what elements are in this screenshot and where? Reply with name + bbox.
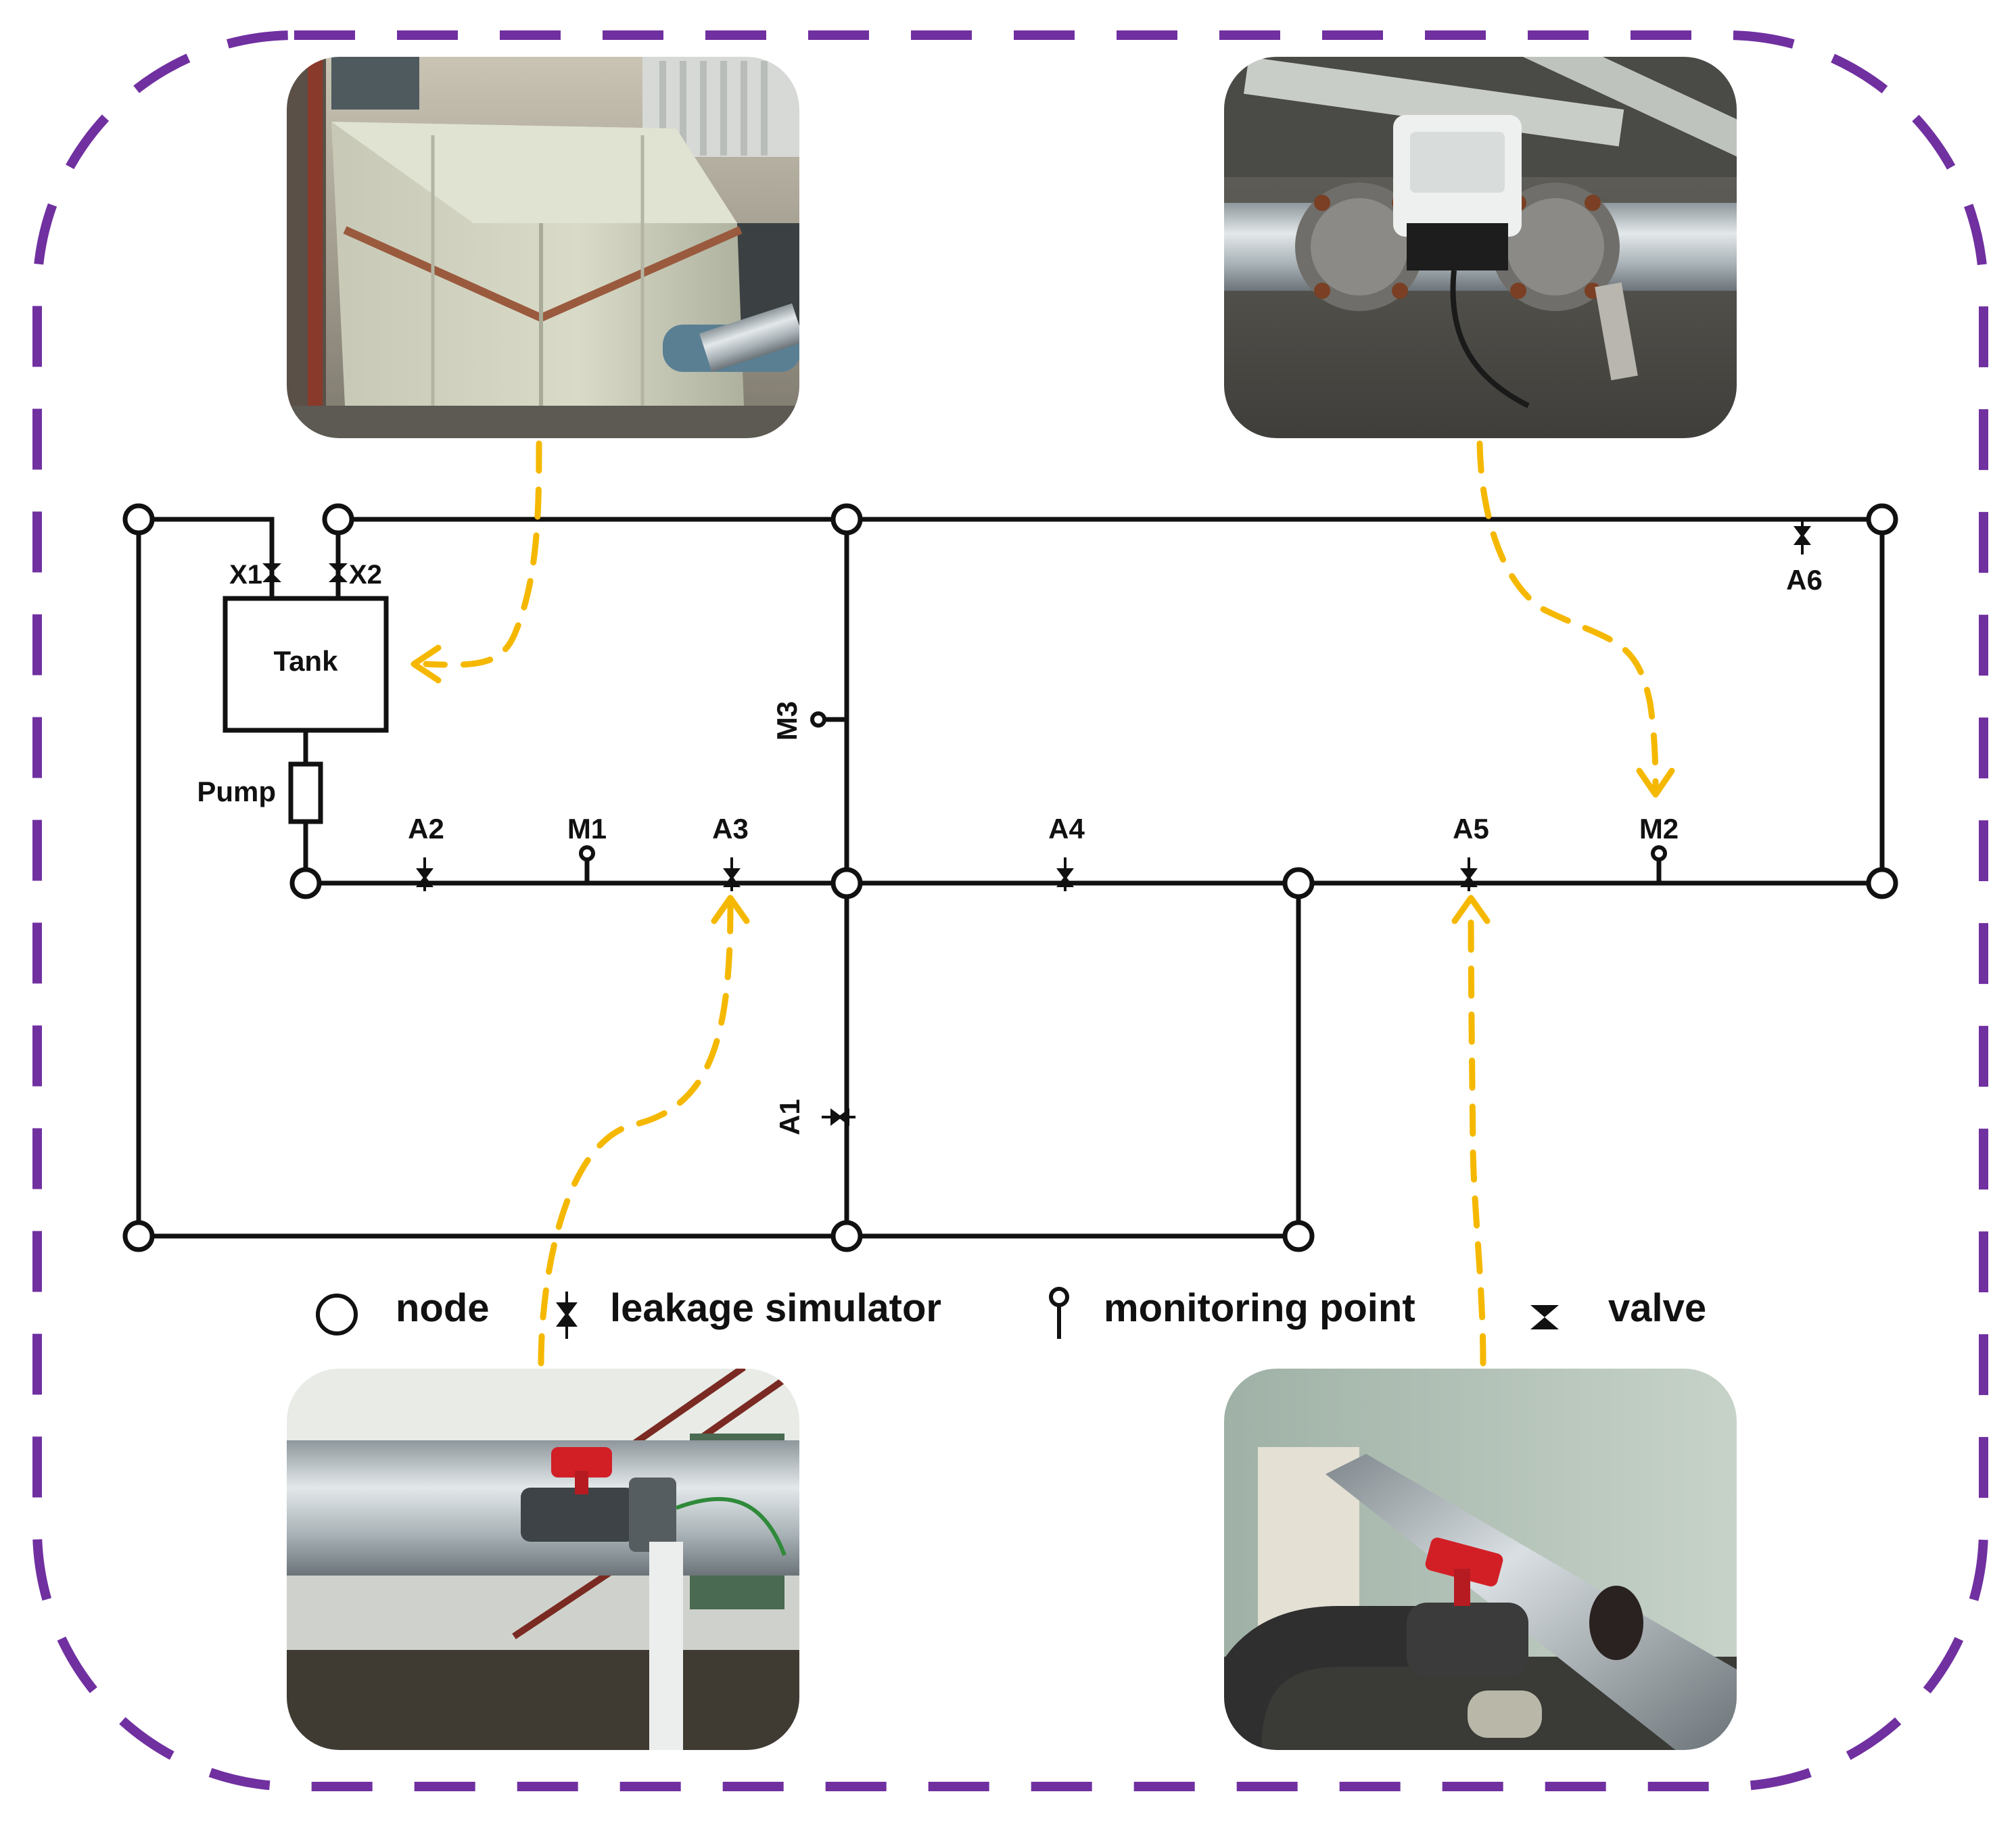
node bbox=[1866, 867, 1898, 899]
monitoring-point-m2 bbox=[1651, 845, 1667, 861]
node bbox=[122, 503, 155, 536]
flow-meter-photo bbox=[1223, 55, 1738, 440]
legend-valve-icon bbox=[1530, 1305, 1559, 1329]
node bbox=[830, 1220, 863, 1252]
legend-leak-icon bbox=[556, 1292, 578, 1339]
arrowhead-leak-right bbox=[1451, 895, 1491, 924]
meter-connector bbox=[1476, 440, 1659, 791]
leak-simulator-a4 bbox=[1056, 857, 1074, 891]
tank-label: Tank bbox=[274, 645, 339, 677]
node bbox=[1282, 867, 1315, 899]
valve-x1-label: X1 bbox=[229, 560, 262, 590]
node bbox=[830, 867, 863, 899]
node bbox=[1866, 503, 1898, 536]
leak-valve-photo-right bbox=[1223, 1367, 1738, 1751]
leak-valve-photo-left bbox=[285, 1367, 801, 1751]
arrowhead-meter bbox=[1636, 767, 1675, 798]
valve-x2-label: X2 bbox=[349, 560, 382, 590]
nodes bbox=[122, 503, 1898, 1252]
leak-label-a3: A3 bbox=[712, 813, 749, 845]
monitoring-point-m1 bbox=[579, 845, 595, 861]
leak-label-a5: A5 bbox=[1453, 813, 1489, 845]
leak-simulator-a2 bbox=[416, 857, 433, 891]
arrowhead-tank bbox=[411, 644, 442, 684]
monitor-label-m1: M1 bbox=[567, 813, 607, 845]
legend-node-icon bbox=[316, 1294, 358, 1335]
pump-box bbox=[288, 761, 323, 824]
leak-label-a6: A6 bbox=[1786, 564, 1823, 596]
monitor-label-m2: M2 bbox=[1639, 813, 1679, 845]
legend: node leakage simulator monitoring point … bbox=[316, 1286, 1706, 1339]
node bbox=[830, 503, 863, 536]
tank-connector bbox=[423, 440, 542, 668]
leak-right-connector bbox=[1468, 901, 1486, 1367]
valve-x1 bbox=[262, 563, 281, 582]
legend-monitor-label: monitoring point bbox=[1104, 1286, 1415, 1330]
node bbox=[1282, 1220, 1315, 1252]
leak-simulator-a5 bbox=[1460, 857, 1478, 891]
pipes bbox=[136, 517, 1885, 1239]
legend-monitor-icon bbox=[1049, 1287, 1069, 1339]
leak-label-a2: A2 bbox=[408, 813, 444, 845]
leak-simulator-a3 bbox=[723, 857, 741, 891]
legend-valve-label: valve bbox=[1608, 1286, 1706, 1330]
pump-label: Pump bbox=[197, 776, 276, 807]
monitor-label-m3: M3 bbox=[771, 701, 803, 740]
legend-node-label: node bbox=[396, 1286, 490, 1330]
node bbox=[289, 867, 322, 899]
leak-simulator-a6 bbox=[1794, 521, 1811, 554]
arrowhead-leak-left bbox=[711, 895, 750, 924]
photo-connectors bbox=[423, 440, 1659, 1367]
legend-leak-label: leakage simulator bbox=[610, 1286, 941, 1330]
tank-box bbox=[222, 596, 389, 733]
tank-photo bbox=[285, 55, 801, 440]
leak-left-connector bbox=[538, 901, 734, 1367]
node bbox=[122, 1220, 155, 1252]
monitoring-point-m3 bbox=[810, 711, 826, 728]
valve-x2 bbox=[329, 563, 348, 582]
leak-label-a4: A4 bbox=[1048, 813, 1085, 845]
leak-label-a1: A1 bbox=[774, 1099, 805, 1135]
leak-simulator-a1 bbox=[822, 1108, 855, 1126]
node bbox=[322, 503, 354, 536]
